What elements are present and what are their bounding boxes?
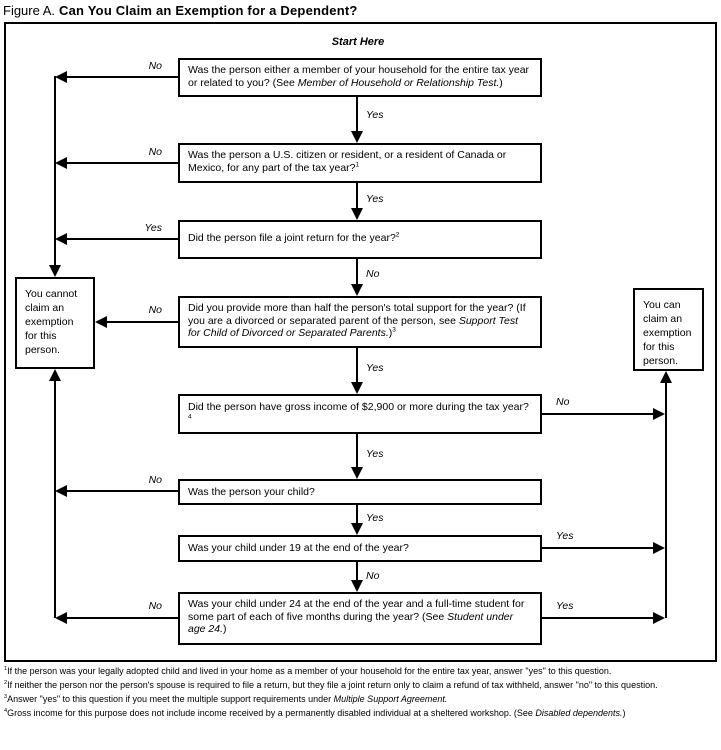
q5-yes-arrow-line [356,434,358,467]
footnote-4: 4Gross income for this purpose does not … [4,708,626,718]
q5-no-arrowhead [653,408,665,420]
q2-yes-arrow-line [356,183,358,208]
figure-title: Figure A.Can You Claim an Exemption for … [3,3,358,18]
q6-yes-arrow-line [356,505,358,523]
label-q7-yes: Yes [556,530,574,542]
q7-no-arrow-line [356,562,358,580]
footnote-3: 3Answer "yes" to this question if you me… [4,694,448,704]
left-rail-lower-line [54,381,56,618]
start-here-label: Start Here [331,36,385,48]
q3-yes-arrow-line [67,238,178,240]
label-q4-yes: Yes [366,362,384,374]
q1-yes-arrowhead [351,131,363,143]
label-q1-yes: Yes [366,109,384,121]
q6-no-arrowhead [55,485,67,497]
outcome-box-cannot-claim: You cannot claim an exemption for this p… [15,277,95,369]
q1-no-arrow-line [67,76,178,78]
q4-no-arrowhead [95,316,107,328]
q3-no-arrow-line [356,259,358,284]
question-box-joint-return: Did the person file a joint return for t… [178,220,542,259]
footnote-1: 1If the person was your legally adopted … [4,666,612,676]
q3-yes-arrowhead [55,233,67,245]
q7-no-arrowhead [351,580,363,592]
question-box-gross-income: Did the person have gross income of $2,9… [178,394,542,434]
label-q3-no: No [366,268,380,280]
outcome-box-can-claim: You can claim an exemption for this pers… [633,288,704,371]
q8-yes-arrowhead [653,612,665,624]
question-box-under-24-student: Was your child under 24 at the end of th… [178,592,542,645]
label-q2-no: No [148,146,162,158]
label-q2-yes: Yes [366,193,384,205]
q1-yes-arrow-line [356,97,358,131]
label-q5-yes: Yes [366,448,384,460]
left-rail-upper-line [54,76,56,265]
q5-yes-arrowhead [351,467,363,479]
label-q1-no: No [148,60,162,72]
q8-yes-arrow-line [542,617,653,619]
can-box-bottom-arrowhead [660,371,672,383]
label-q4-no: No [148,304,162,316]
right-rail-line [665,383,667,618]
q8-no-arrowhead [55,612,67,624]
q6-no-arrow-line [67,490,178,492]
question-box-half-support: Did you provide more than half the perso… [178,296,542,348]
q4-yes-arrowhead [351,382,363,394]
label-q8-no: No [148,600,162,612]
q2-no-arrowhead [55,157,67,169]
q5-no-arrow-line [542,413,653,415]
q4-no-arrow-line [107,321,178,323]
label-q8-yes: Yes [556,600,574,612]
q2-no-arrow-line [67,162,178,164]
label-q6-no: No [148,474,162,486]
flowchart-frame [4,22,717,662]
question-box-your-child: Was the person your child? [178,479,542,505]
footnotes: 1If the person was your legally adopted … [4,666,718,722]
label-q6-yes: Yes [366,512,384,524]
question-box-household-or-relationship: Was the person either a member of your h… [178,58,542,97]
q7-yes-arrow-line [542,547,653,549]
cannot-box-bottom-arrowhead [49,369,61,381]
label-q5-no: No [556,396,570,408]
q8-no-arrow-line [67,617,178,619]
q3-no-arrowhead [351,284,363,296]
question-box-citizen-or-resident: Was the person a U.S. citizen or residen… [178,143,542,183]
q1-no-arrowhead [55,71,67,83]
cannot-box-entry-arrowhead [49,265,61,277]
label-q7-no: No [366,570,380,582]
question-box-under-19: Was your child under 19 at the end of th… [178,535,542,562]
q2-yes-arrowhead [351,208,363,220]
figure-label: Figure A. [3,3,56,18]
figure-heading: Can You Claim an Exemption for a Depende… [59,3,358,18]
q4-yes-arrow-line [356,348,358,382]
label-q3-yes: Yes [144,222,162,234]
footnote-2: 2If neither the person nor the person's … [4,680,658,690]
q6-yes-arrowhead [351,523,363,535]
q7-yes-arrowhead [653,542,665,554]
